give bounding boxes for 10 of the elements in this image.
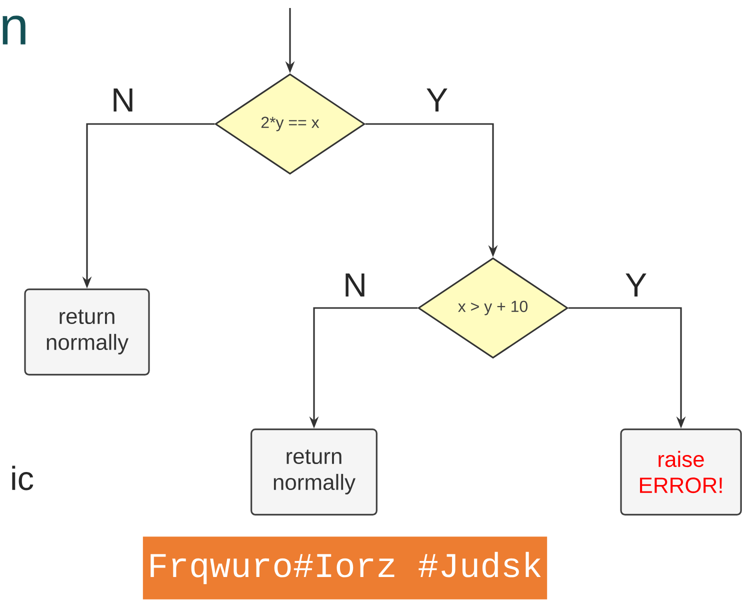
edge-label: Y	[626, 274, 646, 296]
title-banner: Frqwuro#Iorz #Judsk	[142, 536, 548, 600]
process-box: raise ERROR!	[620, 428, 742, 516]
edge-label: N	[114, 88, 132, 112]
process-box: return normally	[24, 288, 150, 376]
process-box: return normally	[250, 428, 378, 516]
text-fragment: ic	[12, 466, 34, 490]
edge-label: Y	[426, 88, 448, 112]
edge-label: N	[346, 274, 364, 296]
text-fragment: n	[2, 16, 26, 44]
